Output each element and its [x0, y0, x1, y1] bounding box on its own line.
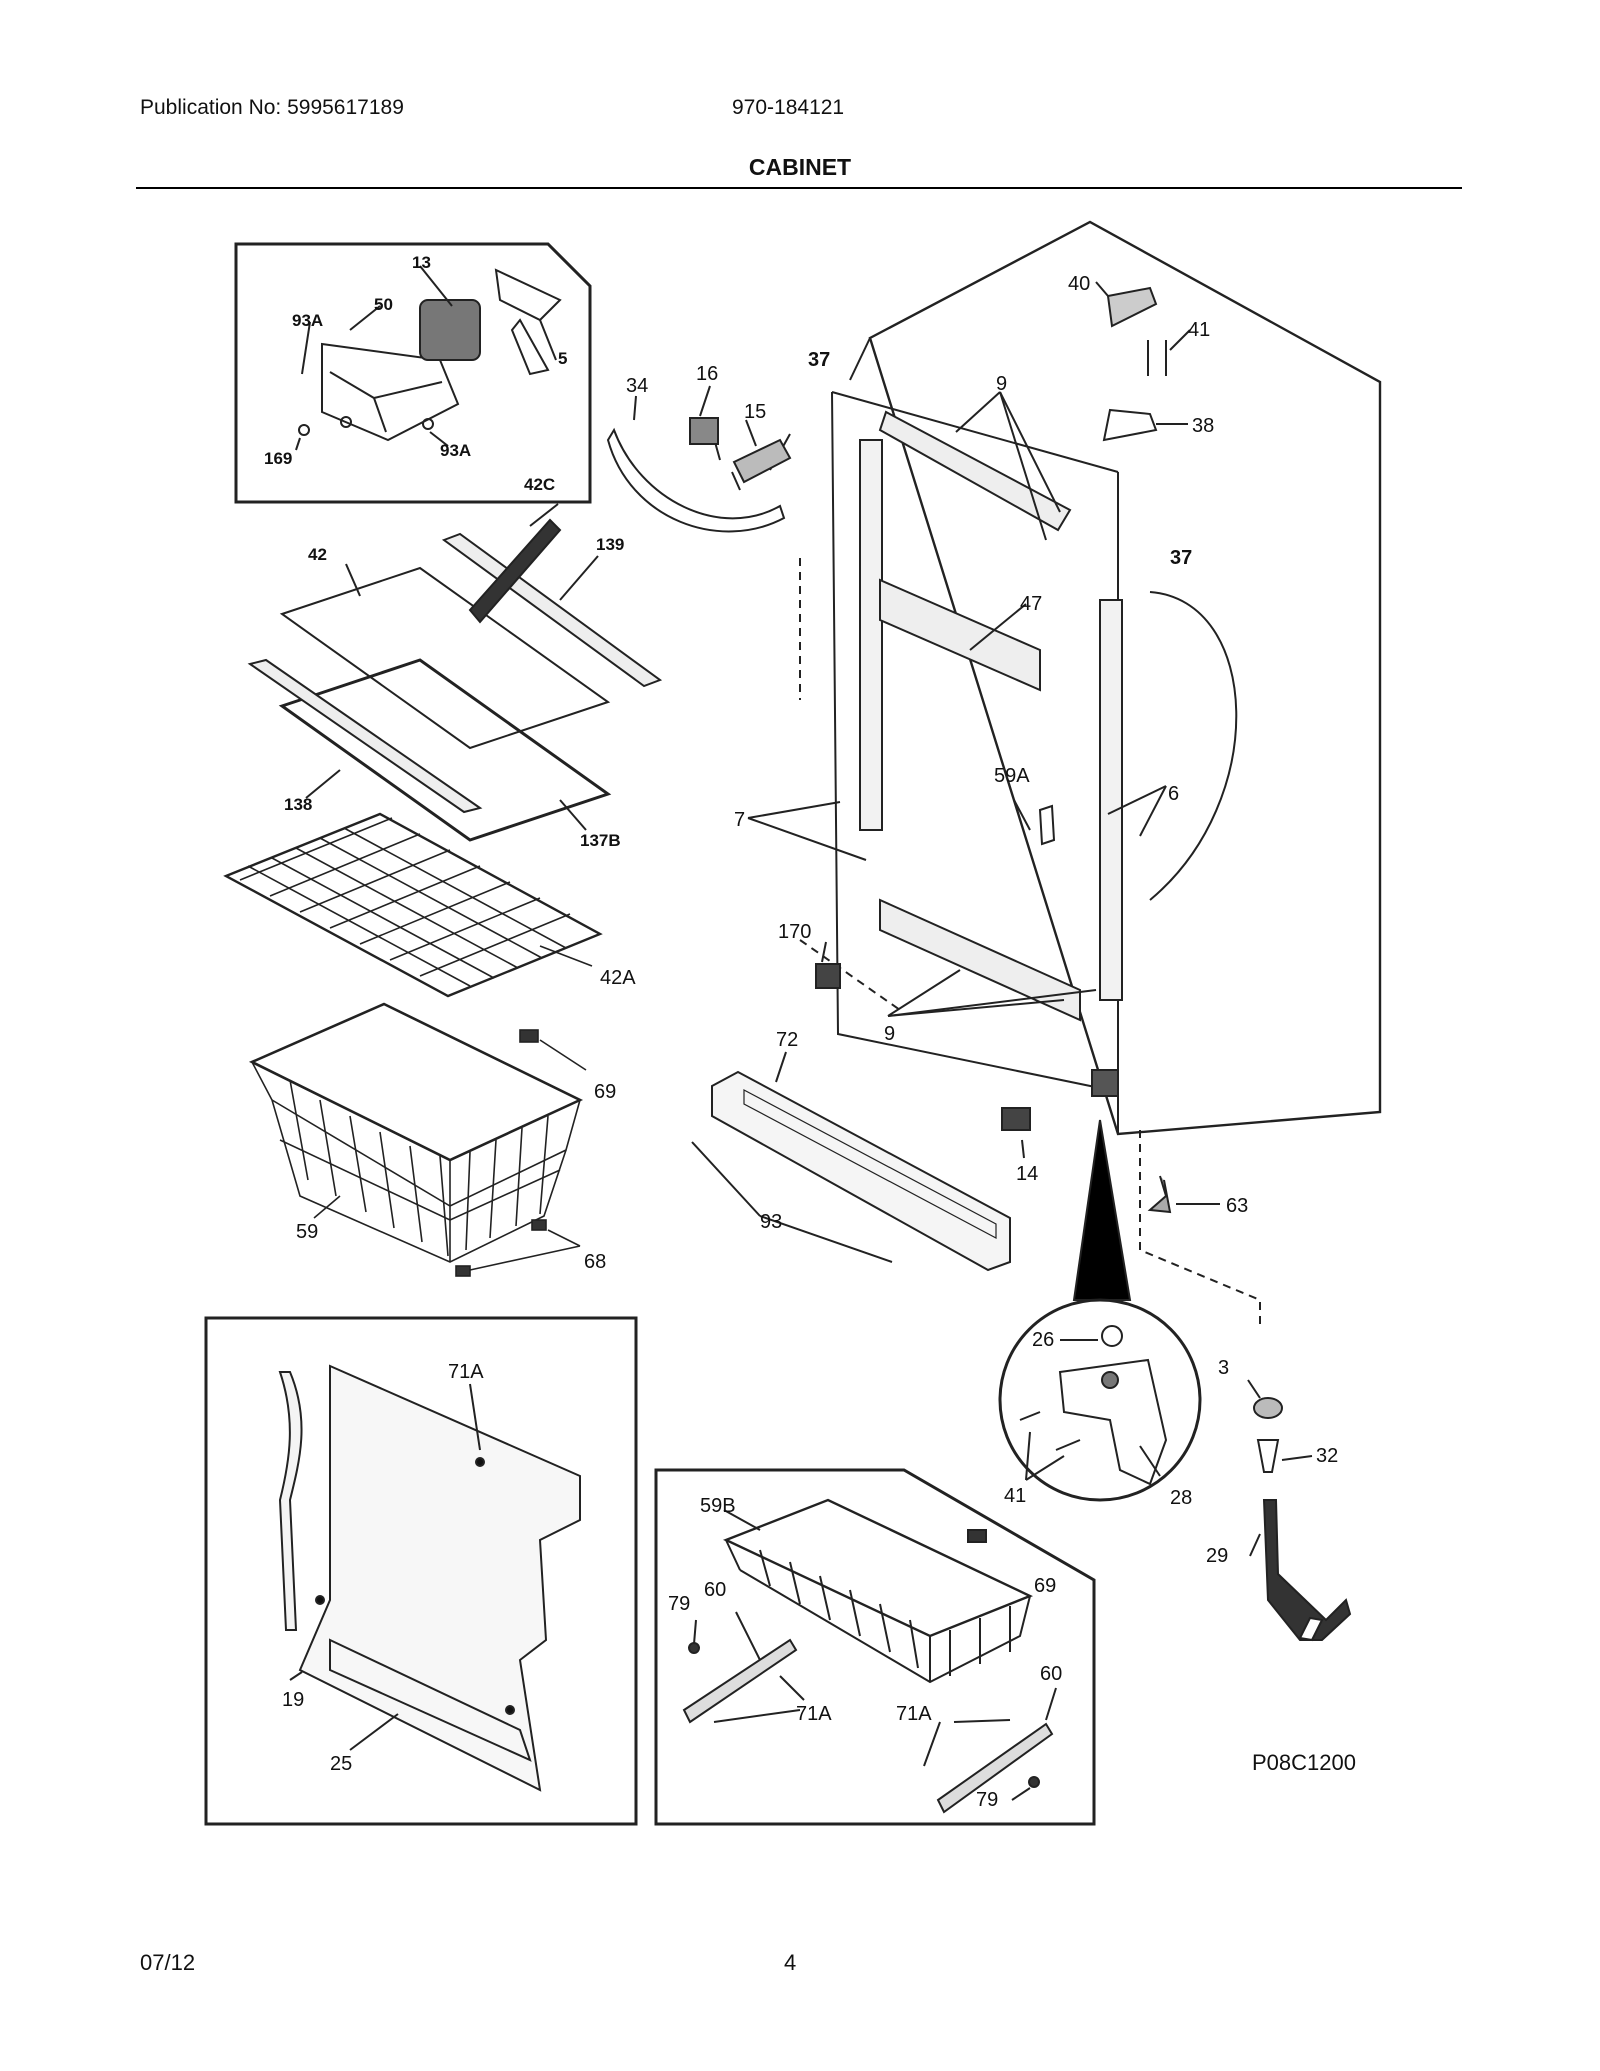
callout-60-2: 60 [1040, 1663, 1062, 1685]
callout-93: 93 [760, 1211, 782, 1233]
callout-71a-3: 71A [896, 1703, 932, 1725]
callout-170: 170 [778, 921, 811, 943]
callout-42a: 42A [600, 967, 636, 989]
callout-169: 169 [264, 449, 292, 468]
callout-79-2: 79 [976, 1789, 998, 1811]
callout-41: 41 [1188, 319, 1210, 341]
footer-date: 07/12 [140, 1950, 196, 1975]
leveling-parts [1247, 1379, 1352, 1642]
callout-59b: 59B [700, 1495, 736, 1517]
callout-26: 26 [1032, 1329, 1054, 1351]
top-hinge [1095, 281, 1191, 442]
callout-79: 79 [668, 1593, 690, 1615]
callout-34: 34 [626, 375, 648, 397]
callout-42c: 42C [524, 475, 555, 494]
callout-6: 6 [1168, 783, 1179, 805]
basket-rail-inset [654, 1468, 1096, 1826]
callout-42: 42 [308, 545, 327, 564]
callout-138: 138 [284, 795, 312, 814]
callout-41-2: 41 [1004, 1485, 1026, 1507]
callout-69-2: 69 [1034, 1575, 1056, 1597]
callout-9-2: 9 [884, 1023, 895, 1045]
callout-7: 7 [734, 809, 745, 831]
callout-59: 59 [296, 1221, 318, 1243]
bottom-hinge-detail [998, 1119, 1202, 1502]
callout-59a: 59A [994, 765, 1030, 787]
callout-5: 5 [558, 349, 567, 368]
callout-69: 69 [594, 1081, 616, 1103]
callout-71a: 71A [448, 1361, 484, 1383]
callout-37-2: 37 [1170, 547, 1192, 569]
callout-32: 32 [1316, 1445, 1338, 1467]
callout-40: 40 [1068, 273, 1090, 295]
publication-number: Publication No: 5995617189 [140, 96, 404, 119]
callout-139: 139 [596, 535, 624, 554]
freezer-basket [248, 1002, 587, 1277]
page-title: CABINET [748, 154, 852, 180]
wire-shelf [223, 812, 603, 998]
callout-71a-2: 71A [796, 1703, 832, 1725]
callout-60: 60 [704, 1579, 726, 1601]
callout-63: 63 [1226, 1195, 1248, 1217]
callout-16: 16 [696, 363, 718, 385]
callout-9: 9 [996, 373, 1007, 395]
diagram-code: P08C1200 [1252, 1750, 1356, 1775]
callout-28: 28 [1170, 1487, 1192, 1509]
callout-13: 13 [412, 253, 431, 272]
duct-cover-inset [204, 1316, 638, 1826]
glass-shelf-assembly [247, 503, 663, 842]
small-parts [815, 941, 1220, 1214]
callout-47: 47 [1020, 593, 1042, 615]
cabinet-body [831, 220, 1382, 1136]
callout-29: 29 [1206, 1545, 1228, 1567]
callout-38: 38 [1192, 415, 1214, 437]
callout-25: 25 [330, 1753, 352, 1775]
callout-93a: 93A [292, 311, 323, 330]
callout-50: 50 [374, 295, 393, 314]
callout-68: 68 [584, 1251, 606, 1273]
page-number: 4 [784, 1950, 797, 1975]
kick-plate [691, 1051, 1011, 1272]
callout-3: 3 [1218, 1357, 1229, 1379]
light-assembly [606, 385, 792, 533]
callout-137b: 137B [580, 831, 621, 850]
callout-37: 37 [808, 349, 830, 371]
header-divider [136, 187, 1462, 189]
cabinet-leaders [709, 391, 1261, 1330]
callout-14: 14 [1016, 1163, 1038, 1185]
callout-19: 19 [282, 1689, 304, 1711]
callout-72: 72 [776, 1029, 798, 1051]
fan-motor-inset [234, 242, 592, 504]
model-number: 970-184121 [732, 96, 845, 119]
callout-93a-2: 93A [440, 441, 471, 460]
callout-15: 15 [744, 401, 766, 423]
